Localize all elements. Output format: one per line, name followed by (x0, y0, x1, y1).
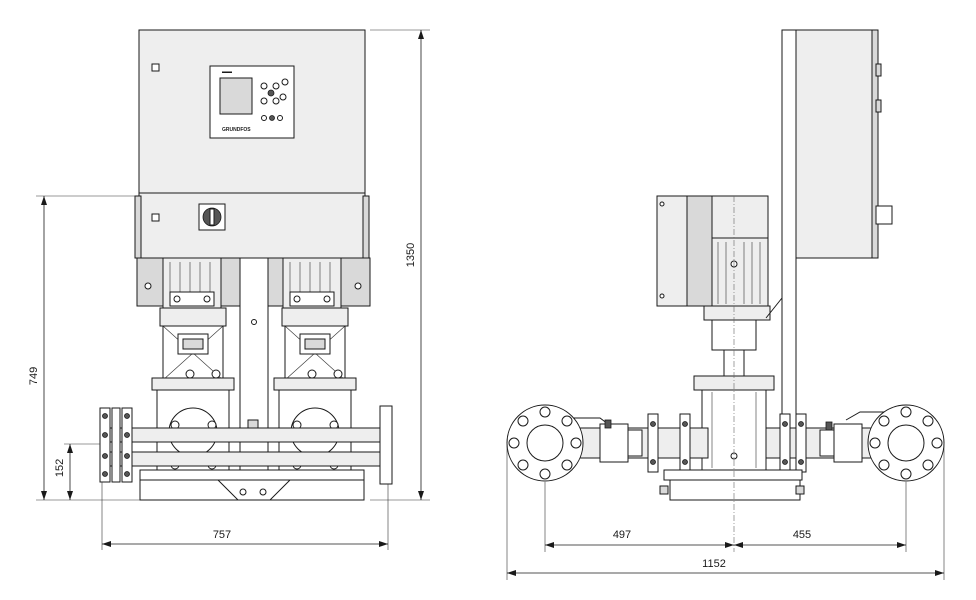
flange-right (867, 404, 945, 482)
base-frame (139, 469, 365, 501)
dimension-side-total: 1152 (506, 443, 945, 580)
control-cabinet: ▬▬ GRUNDFOS (134, 29, 370, 259)
main-switch (198, 203, 226, 231)
dimension-inlet-height: 152 (54, 443, 100, 500)
height-total-label: 1350 (405, 243, 417, 267)
base-side (659, 469, 805, 501)
svg-text:▬▬: ▬▬ (222, 69, 232, 75)
width-label: 757 (213, 529, 231, 541)
motor-side (656, 195, 771, 321)
front-view: ▬▬ GRUNDFOS (28, 29, 430, 550)
inlet-height-label: 152 (54, 459, 66, 477)
right-span-label: 455 (793, 529, 811, 541)
pump-left (151, 307, 235, 471)
cabinet-side (781, 29, 893, 501)
cabinet-lock-icon (151, 213, 160, 222)
left-span-label: 497 (613, 529, 631, 541)
dimension-side-spans: 497 455 (544, 482, 907, 552)
motor-right (265, 257, 371, 309)
brand-label: GRUNDFOS (222, 127, 251, 133)
outlet-pipe-right (765, 404, 945, 482)
manifolds (99, 405, 393, 485)
support-post (239, 257, 269, 481)
dimension-height-base: 749 (28, 195, 140, 501)
cabinet-lock-icon (151, 63, 160, 72)
dimension-height-total: 1350 (370, 29, 430, 501)
switch-knob (875, 205, 893, 225)
height-base-label: 749 (28, 367, 40, 385)
controller-display (219, 77, 253, 115)
flange-left (506, 404, 584, 482)
dimension-width: 757 (101, 482, 389, 550)
controller-panel: ▬▬ GRUNDFOS (209, 65, 295, 139)
motor-left (136, 257, 242, 309)
pump-right (273, 307, 357, 471)
side-view: 497 455 1152 (506, 29, 945, 580)
total-span-label: 1152 (702, 558, 726, 570)
